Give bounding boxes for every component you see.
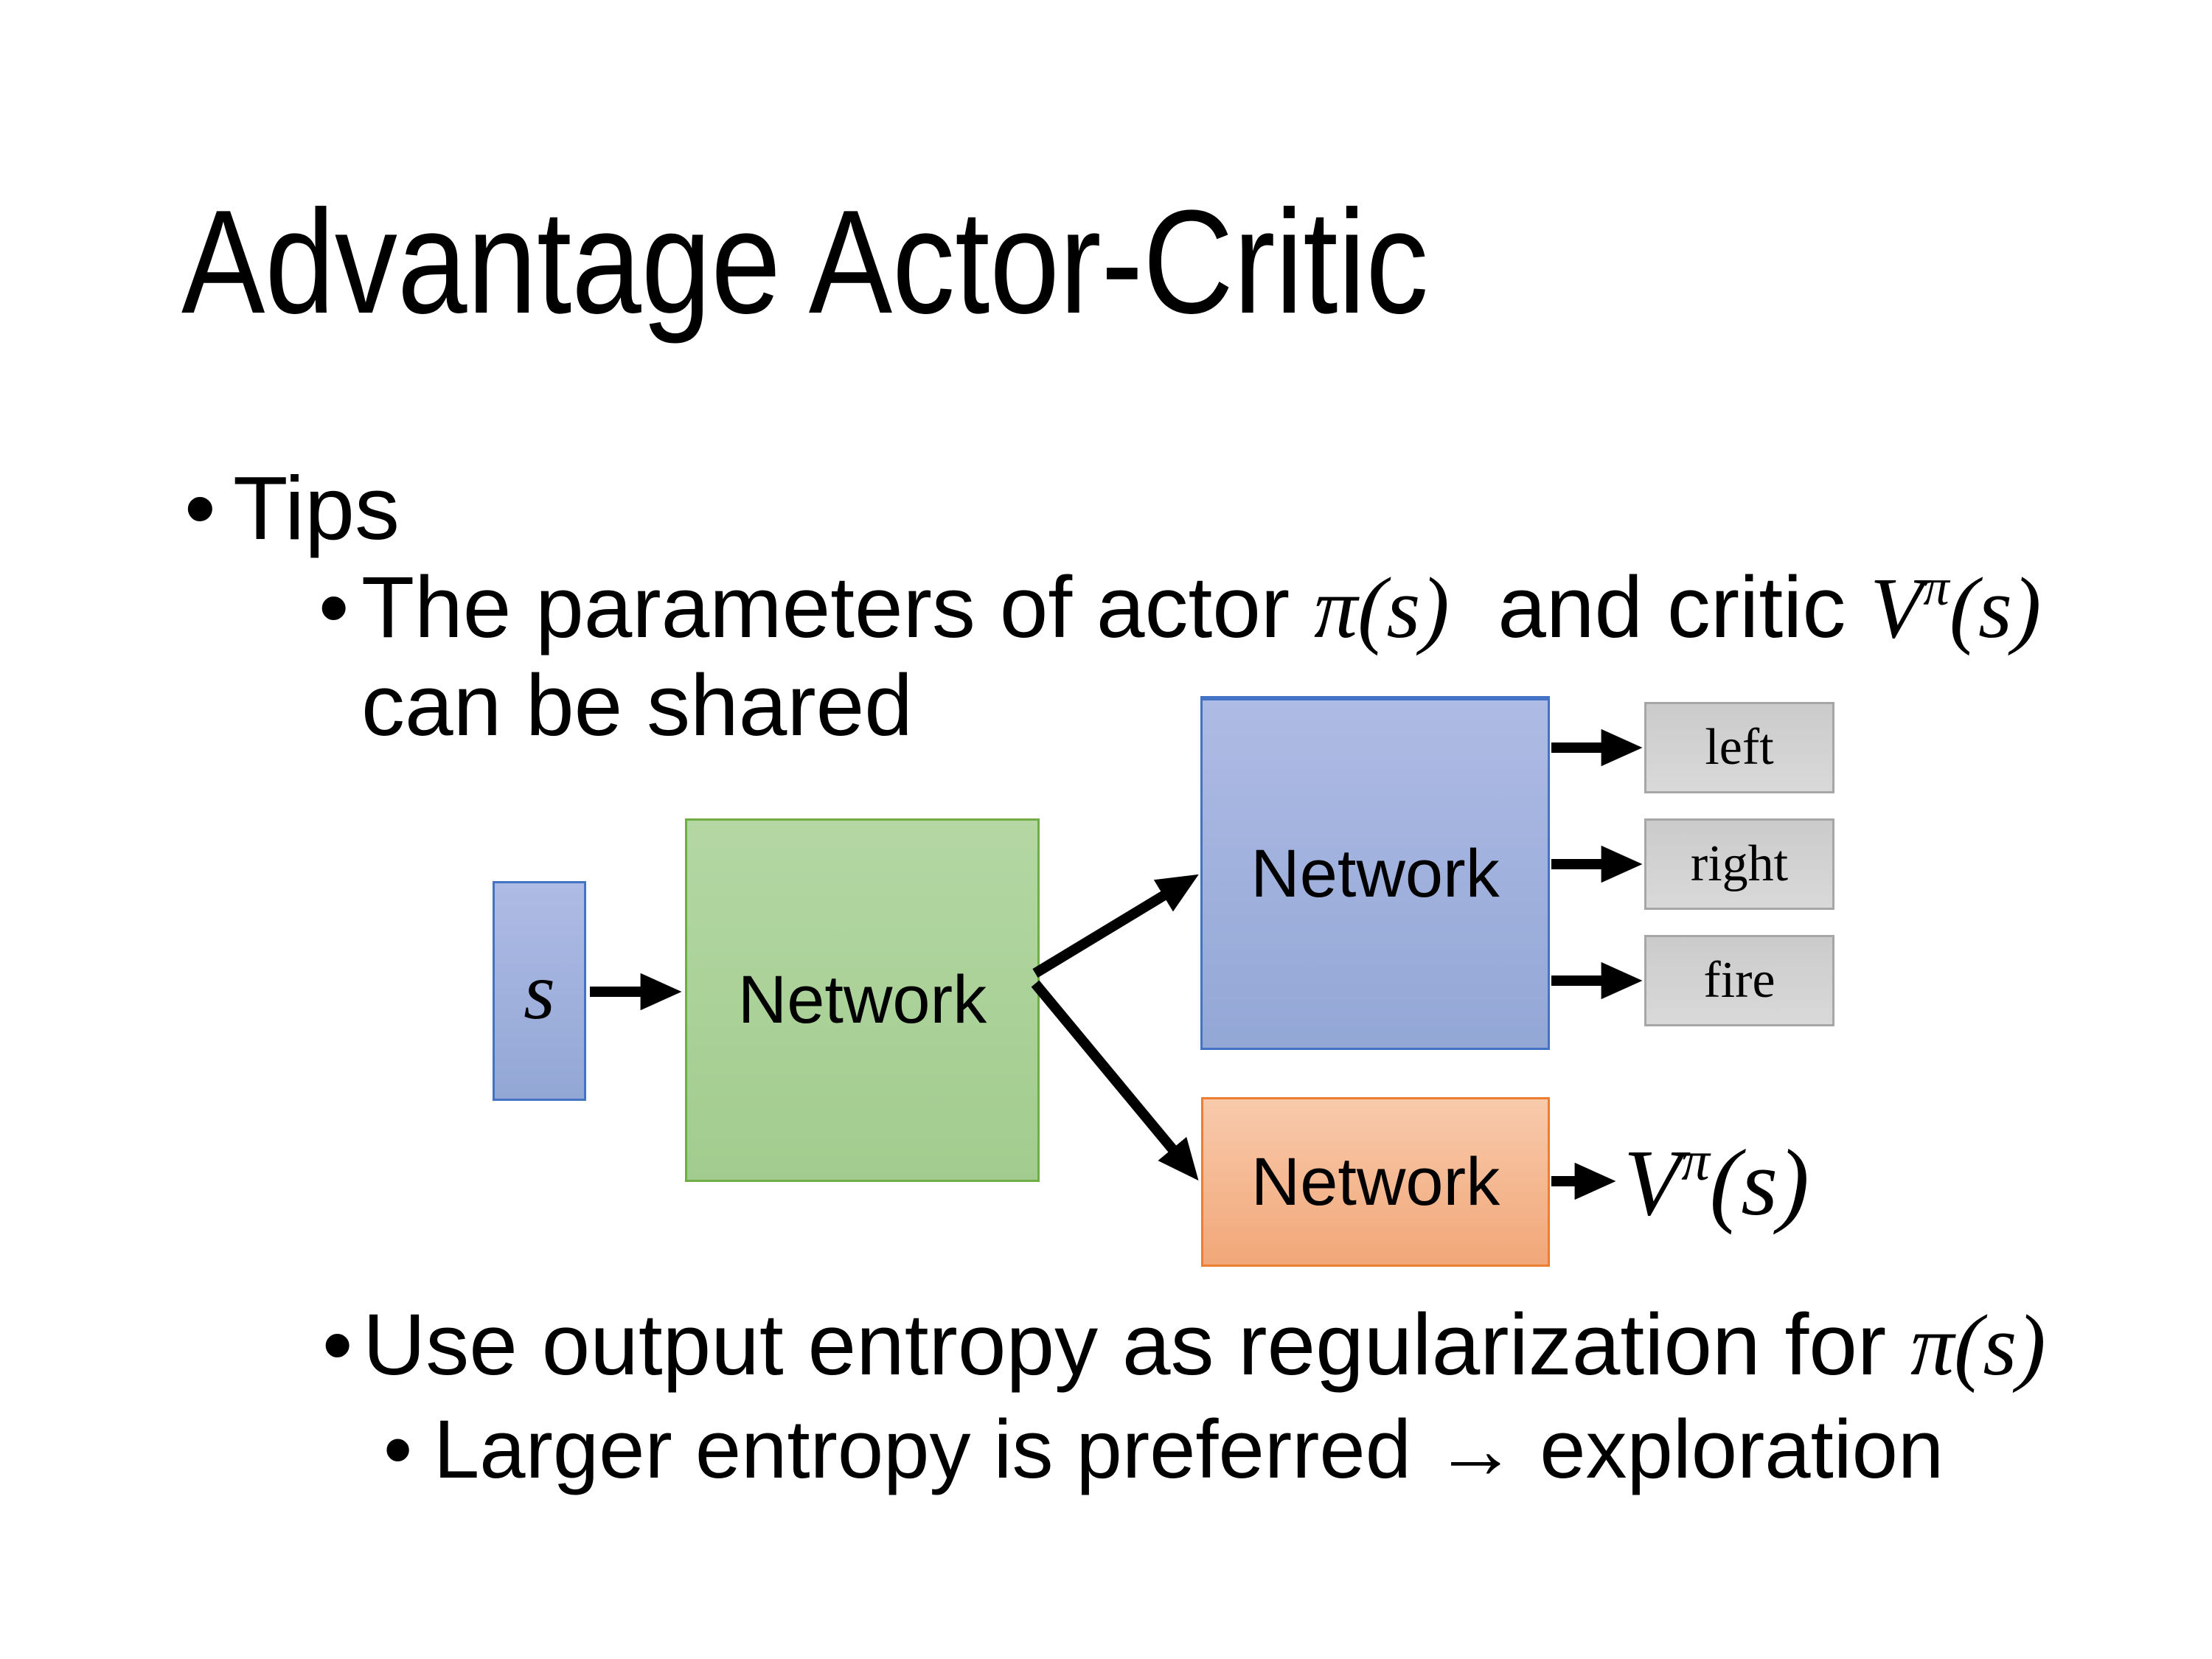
pi-s-math: π(s) — [1910, 1297, 2046, 1394]
bullet-exploration-label: Larger entropy is preferred → exploratio… — [434, 1403, 1944, 1495]
actor-network-box: Network — [1200, 696, 1550, 1050]
bullet-shared-params-text: The parameters of actor π(s) and critic … — [361, 559, 2041, 754]
value-args-math: (s) — [1949, 560, 2042, 656]
state-label: s — [524, 945, 555, 1036]
action-left-box: left — [1644, 702, 1834, 793]
shared-params-pre: The parameters of actor — [361, 559, 1315, 656]
value-output-label: Vπ(s) — [1624, 1132, 1809, 1230]
action-right-label: right — [1690, 835, 1789, 892]
critic-network-label: Network — [1251, 1144, 1500, 1220]
value-output-args: (s) — [1709, 1130, 1809, 1235]
entropy-pre: Use output entropy as regularization for — [363, 1296, 1910, 1394]
bullet-entropy: •Use output entropy as regularization fo… — [322, 1296, 2046, 1394]
value-output-v: V — [1624, 1130, 1682, 1235]
critic-network-box: Network — [1201, 1097, 1550, 1267]
action-left-label: left — [1705, 719, 1774, 776]
arrow-shared-to-actor — [1032, 874, 1199, 978]
bullet-icon: • — [184, 458, 216, 558]
value-v-math: V — [1870, 560, 1924, 656]
pi-s-math: π(s) — [1314, 560, 1450, 656]
shared-params-mid: and critic — [1449, 559, 1871, 656]
action-right-box: right — [1644, 818, 1834, 910]
bullet-shared-params: •The parameters of actor π(s) and critic… — [319, 559, 2041, 754]
state-input-box: s — [493, 881, 586, 1101]
page-title: Advantage Actor-Critic — [181, 180, 1429, 344]
actor-network-label: Network — [1251, 836, 1500, 911]
action-fire-label: fire — [1703, 952, 1775, 1009]
bullet-icon: • — [322, 1296, 353, 1394]
bullet-icon: • — [383, 1403, 413, 1495]
action-fire-box: fire — [1644, 935, 1834, 1026]
arrow-shared-to-critic — [1031, 980, 1199, 1181]
shared-params-line2: can be shared — [361, 657, 913, 754]
value-output-pi-superscript: π — [1681, 1129, 1710, 1192]
bullet-icon: • — [319, 559, 349, 656]
bullet-exploration: •Larger entropy is preferred → explorati… — [383, 1402, 1944, 1498]
value-pi-superscript: π — [1923, 559, 1950, 617]
shared-network-label: Network — [737, 962, 987, 1037]
bullet-tips: •Tips — [184, 459, 400, 557]
shared-network-box: Network — [685, 818, 1040, 1182]
bullet-entropy-text: Use output entropy as regularization for… — [363, 1296, 2046, 1394]
bullet-tips-label: Tips — [233, 458, 400, 558]
